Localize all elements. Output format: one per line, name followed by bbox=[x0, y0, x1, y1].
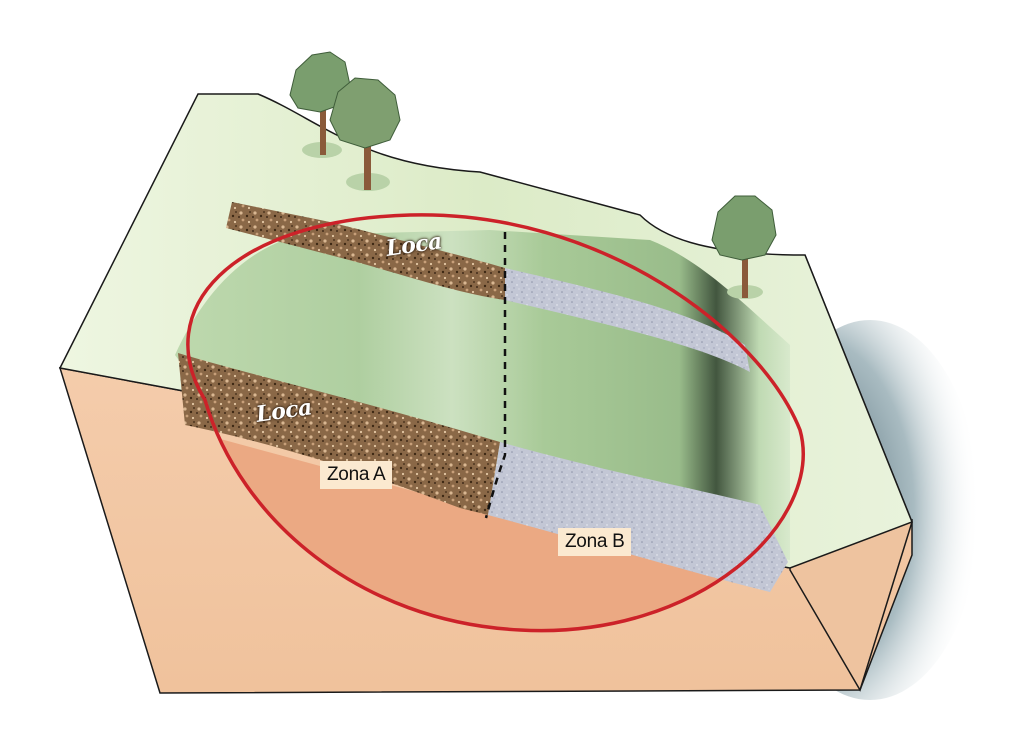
gravel-layer-lower bbox=[178, 353, 500, 515]
zone-a-label: Zona A bbox=[320, 461, 393, 489]
tree-left bbox=[289, 51, 351, 158]
tree-right bbox=[711, 195, 777, 299]
layer-boundary-dashed bbox=[484, 232, 507, 519]
gray-layer-upper bbox=[505, 268, 750, 372]
gravel-layer-upper bbox=[226, 202, 505, 300]
tree-middle bbox=[329, 77, 401, 191]
zone-b-label: Zona B bbox=[558, 528, 632, 556]
gray-layer-lower bbox=[488, 442, 788, 592]
slip-surface-outline bbox=[186, 213, 805, 633]
